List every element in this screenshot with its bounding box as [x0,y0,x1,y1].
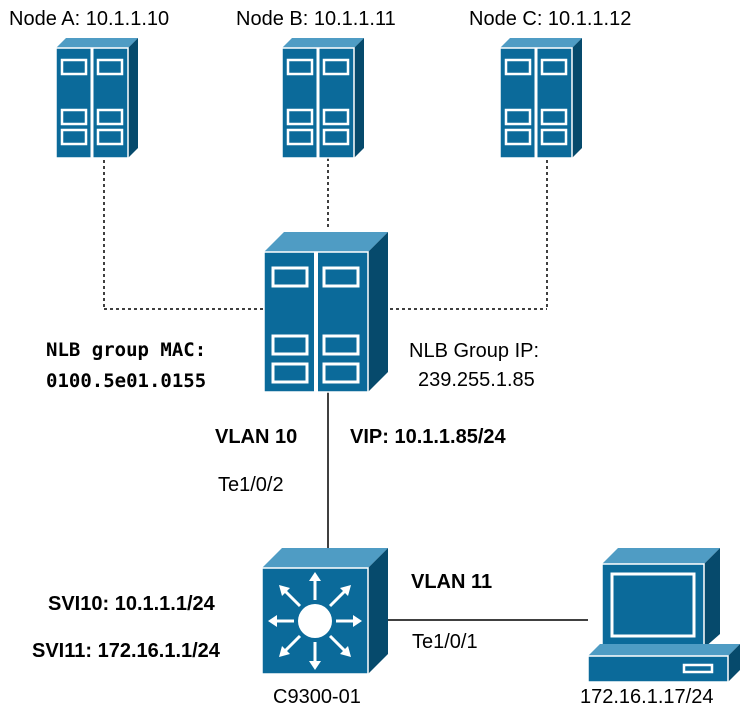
nlb-cluster-links [103,158,548,310]
nlb-group-ip-value: 239.255.1.85 [418,369,535,391]
server-tower-icon [498,36,584,160]
host-ip-label: 172.16.1.17/24 [580,686,714,708]
nlb-virtual-server-icon [263,232,388,393]
physical-links [327,392,588,621]
host-link-port-label: Te1/0/1 [412,631,478,653]
uplink-port-label: Te1/0/2 [218,474,284,496]
node-b-label: Node B: 10.1.1.11 [236,8,396,30]
svi10-label: SVI10: 10.1.1.1/24 [48,593,215,615]
switch-name-label: C9300-01 [273,686,361,708]
nlb-group-ip-label: NLB Group IP: [409,340,540,362]
nlb-vip-label: VIP: 10.1.1.85/24 [350,426,506,448]
server-tower-icon [54,36,140,160]
host-link-vlan-label: VLAN 11 [411,571,493,593]
uplink-vlan-label: VLAN 10 [215,426,298,448]
server-tower-icon [280,36,366,160]
svi11-label: SVI11: 172.16.1.1/24 [32,640,220,662]
nlb-mac-label: NLB group MAC: [46,339,207,361]
layer3-switch-icon [261,548,388,675]
node-c-label: Node C: 10.1.1.12 [469,8,632,30]
node-a-label: Node A: 10.1.1.10 [9,8,170,30]
workstation-icon [587,548,740,683]
nlb-mac-value: 0100.5e01.0155 [46,370,207,392]
